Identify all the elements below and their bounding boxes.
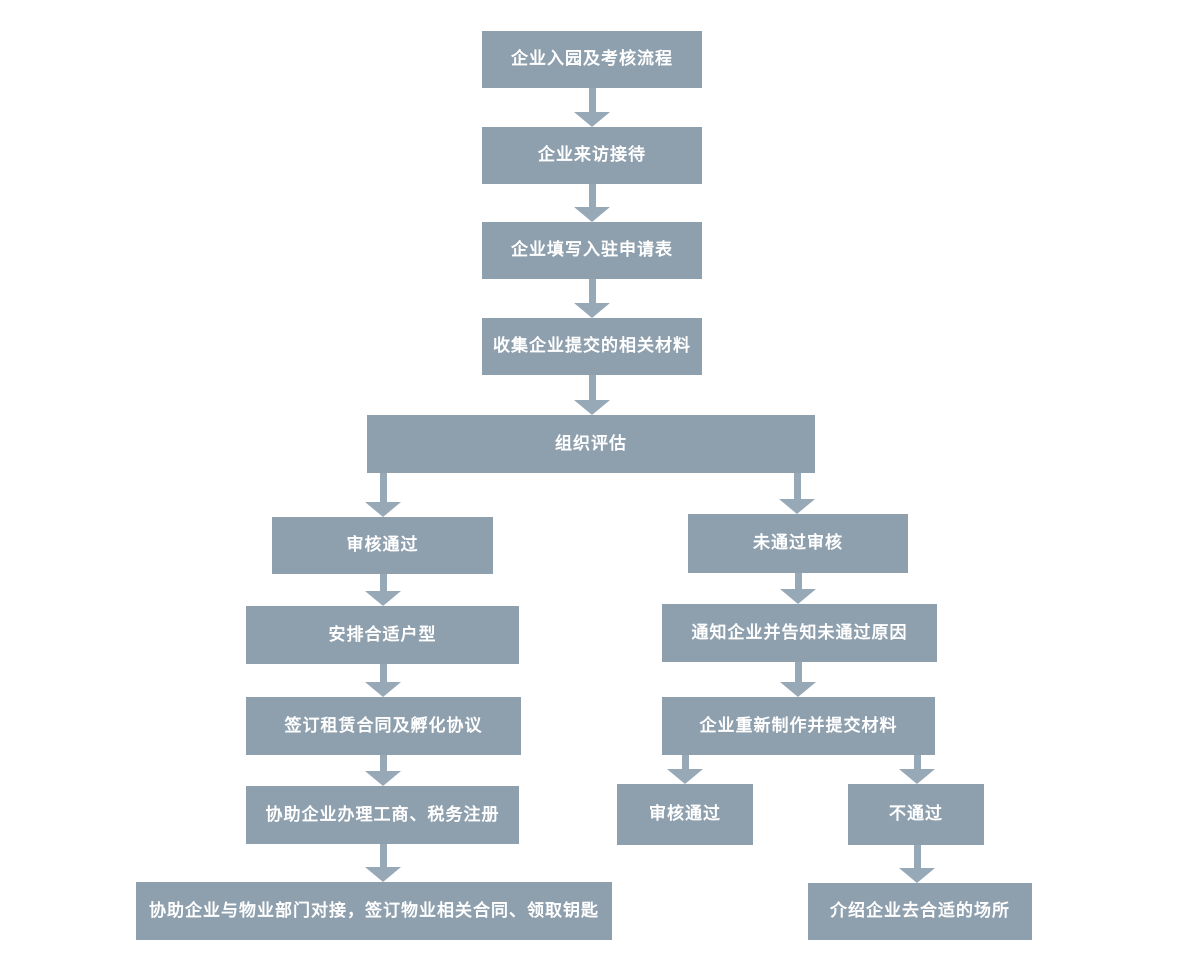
- flow-node-property: 协助企业与物业部门对接，签订物业相关合同、领取钥匙: [136, 882, 612, 940]
- flow-node-fail: 不通过: [848, 784, 984, 845]
- arrow-down-icon: [365, 844, 401, 882]
- flow-node-reapproved: 审核通过: [617, 784, 753, 845]
- arrow-head: [780, 682, 816, 697]
- arrow-head: [365, 502, 401, 517]
- flow-node-approved: 审核通过: [272, 517, 493, 574]
- arrow-head: [574, 303, 610, 318]
- flow-node-reception: 企业来访接待: [482, 127, 702, 184]
- arrow-head: [780, 589, 816, 604]
- flow-node-collect: 收集企业提交的相关材料: [482, 318, 702, 375]
- arrow-stem: [681, 755, 689, 770]
- arrow-down-icon: [365, 473, 401, 517]
- flow-node-application: 企业填写入驻申请表: [482, 222, 702, 279]
- arrow-down-icon: [574, 375, 610, 415]
- arrow-stem: [379, 844, 387, 868]
- arrow-stem: [379, 664, 387, 683]
- arrow-down-icon: [779, 473, 815, 514]
- flow-node-resubmit: 企业重新制作并提交材料: [662, 697, 935, 755]
- arrow-down-icon: [899, 845, 935, 883]
- arrow-head: [574, 400, 610, 415]
- arrow-head: [365, 591, 401, 606]
- arrow-head: [779, 499, 815, 514]
- arrow-stem: [379, 473, 387, 503]
- arrow-stem: [588, 279, 596, 304]
- arrow-head: [574, 112, 610, 127]
- arrow-stem: [913, 845, 921, 869]
- arrow-head: [899, 769, 935, 784]
- flow-node-arrange: 安排合适户型: [246, 606, 519, 664]
- arrow-down-icon: [574, 184, 610, 222]
- arrow-head: [899, 868, 935, 883]
- arrow-down-icon: [780, 573, 816, 604]
- arrow-down-icon: [365, 664, 401, 697]
- arrow-stem: [588, 88, 596, 113]
- arrow-stem: [588, 184, 596, 208]
- arrow-stem: [588, 375, 596, 401]
- arrow-down-icon: [574, 279, 610, 318]
- arrow-down-icon: [780, 662, 816, 697]
- arrow-stem: [379, 755, 387, 772]
- arrow-down-icon: [365, 755, 401, 786]
- flow-node-start: 企业入园及考核流程: [482, 31, 702, 88]
- arrow-stem: [793, 473, 801, 500]
- flow-node-notify: 通知企业并告知未通过原因: [662, 604, 937, 662]
- arrow-down-icon: [365, 574, 401, 606]
- flow-node-register: 协助企业办理工商、税务注册: [246, 786, 519, 844]
- arrow-head: [365, 682, 401, 697]
- arrow-down-icon: [899, 755, 935, 784]
- flow-node-lease: 签订租赁合同及孵化协议: [246, 697, 521, 755]
- arrow-head: [365, 771, 401, 786]
- arrow-down-icon: [574, 88, 610, 127]
- arrow-stem: [794, 573, 802, 590]
- arrow-head: [574, 207, 610, 222]
- arrow-stem: [913, 755, 921, 770]
- flow-node-evaluate: 组织评估: [367, 415, 815, 473]
- arrow-stem: [379, 574, 387, 592]
- arrow-down-icon: [667, 755, 703, 784]
- arrow-head: [365, 867, 401, 882]
- flow-node-introduce: 介绍企业去合适的场所: [808, 883, 1032, 940]
- arrow-stem: [794, 662, 802, 683]
- flow-node-rejected: 未通过审核: [688, 514, 908, 573]
- arrow-head: [667, 769, 703, 784]
